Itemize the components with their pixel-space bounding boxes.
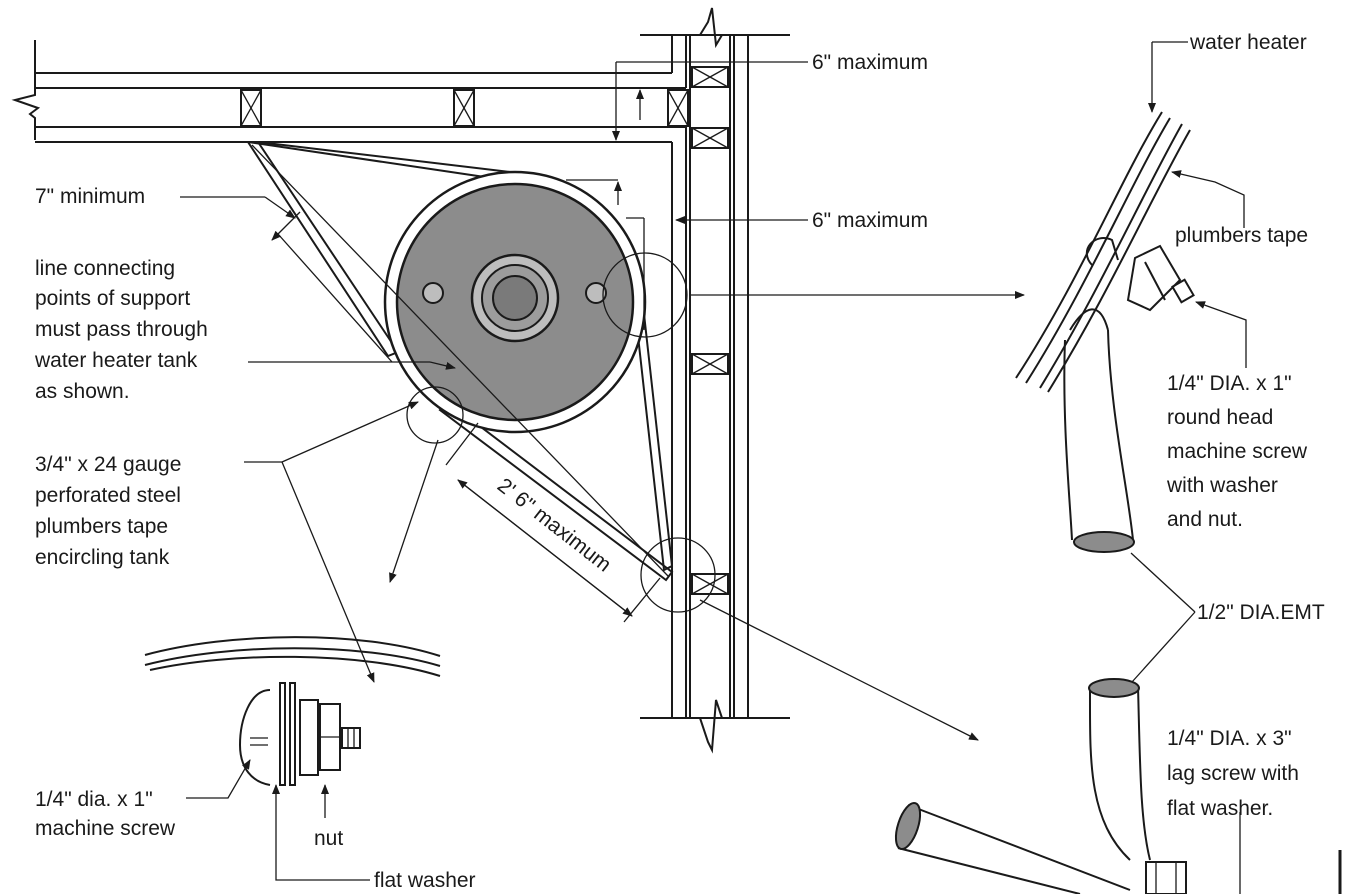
seven-minimum-label: 7" minimum (35, 185, 145, 208)
detail-callouts (406, 252, 716, 613)
emt-label: 1/2" DIA.EMT (1197, 601, 1325, 624)
six-maximum-top-label: 6" maximum (812, 51, 928, 74)
support-line-note-1: line connecting (35, 257, 175, 280)
lag-screw-detail (894, 678, 1342, 894)
joist-blocking (240, 89, 689, 127)
machine-screw-detail (1015, 41, 1247, 683)
machine-screw-detail-2: round head (1167, 406, 1273, 429)
flat-washer-label: flat washer (374, 869, 476, 892)
machine-screw-detail-3: machine screw (1167, 440, 1308, 463)
machine-screw-small-2: machine screw (35, 817, 176, 840)
strap-note-2: perforated steel (35, 484, 181, 507)
support-line-note-3: must pass through (35, 318, 208, 341)
two-six-maximum-label: 2' 6" maximum (493, 474, 616, 577)
support-line-note-2: points of support (35, 287, 190, 310)
wall-framing (640, 7, 790, 754)
nut-label: nut (314, 827, 343, 850)
strap-note-1: 3/4" x 24 gauge (35, 453, 181, 476)
lag-screw-detail-1: 1/4" DIA. x 3" (1167, 727, 1292, 750)
support-line (251, 144, 669, 577)
dimension-lines (180, 61, 1025, 741)
strap-note-3: plumbers tape (35, 515, 168, 538)
lag-screw-detail-2: lag screw with (1167, 762, 1299, 785)
ceiling-framing (11, 40, 689, 143)
lag-screw-detail-3: flat washer. (1167, 797, 1273, 820)
strap-bolt-detail (144, 636, 441, 881)
wall-blocking (691, 66, 729, 595)
support-line-note-5: as shown. (35, 380, 130, 403)
six-maximum-wall-label: 6" maximum (812, 209, 928, 232)
strap-note-4: encircling tank (35, 546, 170, 569)
support-line-note-4: water heater tank (34, 349, 198, 372)
machine-screw-detail-4: with washer (1166, 474, 1278, 497)
machine-screw-detail-5: and nut. (1167, 508, 1243, 531)
plumbers-tape-label: plumbers tape (1175, 224, 1308, 247)
machine-screw-small-1: 1/4" dia. x 1" (35, 788, 153, 811)
machine-screw-detail-1: 1/4" DIA. x 1" (1167, 372, 1292, 395)
water-heater-tank (383, 170, 647, 434)
water-heater-label: water heater (1189, 31, 1307, 54)
